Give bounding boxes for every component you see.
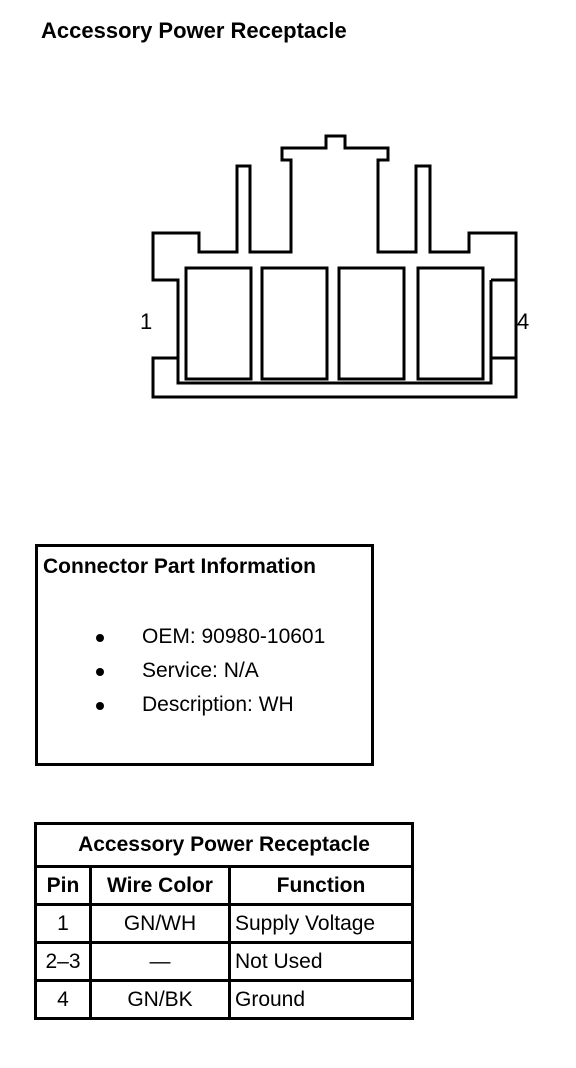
terminal-cavity-4 — [416, 266, 485, 381]
connector-face-diagram — [151, 134, 518, 399]
cell-function: Not Used — [228, 941, 414, 982]
table-title-row: Accessory Power Receptacle — [34, 822, 414, 868]
oem-part-text: OEM: 90980-10601 — [142, 625, 326, 648]
header-function: Function — [228, 865, 414, 906]
header-pin: Pin — [34, 865, 92, 906]
page-title: Accessory Power Receptacle — [41, 18, 347, 43]
cell-function: Ground — [228, 979, 414, 1020]
cell-pin: 4 — [34, 979, 92, 1020]
table-row: 1 GN/WH Supply Voltage — [34, 903, 414, 944]
connector-part-info-box: Connector Part Information OEM: 90980-10… — [35, 544, 374, 766]
pin-4-label: 4 — [517, 309, 530, 334]
bullet-icon — [96, 702, 104, 710]
connector-housing-outline — [151, 134, 518, 399]
bullet-icon — [96, 668, 104, 676]
pin-1-label: 1 — [140, 309, 153, 334]
terminal-cavity-2 — [260, 266, 329, 381]
cell-pin: 1 — [34, 903, 92, 944]
cell-wire-color: GN/BK — [89, 979, 231, 1020]
cell-wire-color: — — [89, 941, 231, 982]
connector-right-notch — [491, 278, 516, 360]
terminal-cavity-3 — [337, 266, 406, 381]
connector-info-title: Connector Part Information — [43, 555, 317, 578]
connector-cavity-outline — [176, 280, 493, 385]
table-header-row: Pin Wire Color Function — [34, 865, 414, 906]
description-text: Description: WH — [142, 693, 294, 716]
pin-function-table: Accessory Power Receptacle Pin Wire Colo… — [34, 822, 414, 1020]
table-title: Accessory Power Receptacle — [34, 822, 414, 868]
table-row: 4 GN/BK Ground — [34, 979, 414, 1020]
cell-wire-color: GN/WH — [89, 903, 231, 944]
bullet-icon — [96, 634, 104, 642]
table-row: 2–3 — Not Used — [34, 941, 414, 982]
cell-function: Supply Voltage — [228, 903, 414, 944]
header-wire-color: Wire Color — [89, 865, 231, 906]
cell-pin: 2–3 — [34, 941, 92, 982]
service-part-text: Service: N/A — [142, 659, 259, 682]
terminal-cavity-1 — [184, 266, 253, 381]
